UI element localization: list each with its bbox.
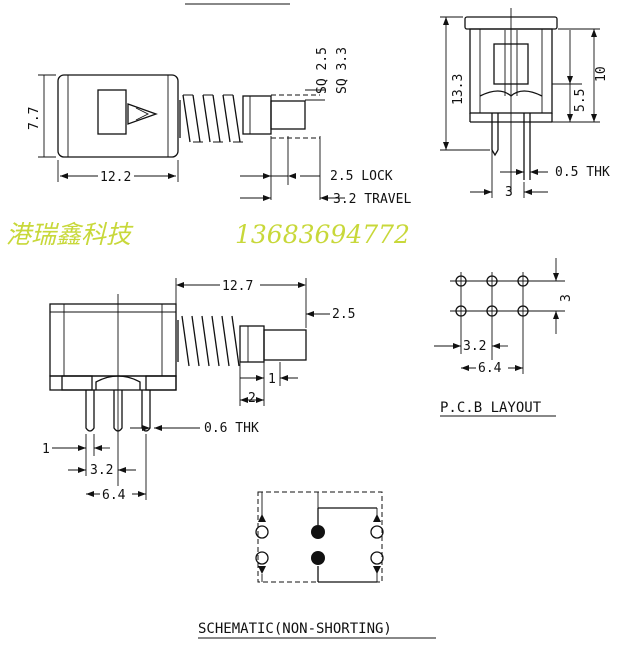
dim-width-12.2: 12.2 (100, 170, 131, 185)
pcb-dim-3.2: 3.2 (463, 339, 486, 354)
schematic: SCHEMATIC(NON-SHORTING) (198, 491, 436, 639)
schematic-bottom-row (255, 551, 384, 583)
dim-total-10: 10 (594, 66, 609, 82)
schematic-title: SCHEMATIC(NON-SHORTING) (198, 621, 392, 637)
spring-coil (179, 94, 243, 143)
dim-height-13.3: 13.3 (451, 74, 466, 105)
watermark-phone: 13683694772 (235, 220, 410, 249)
front-view: 12.7 2.5 1 2 0.6 THK 1 (42, 276, 355, 503)
dim-span-6.4: 6.4 (102, 488, 126, 503)
dim-height-7.7: 7.7 (27, 107, 42, 130)
dim-2: 2 (248, 391, 256, 406)
pcb-title: P.C.B LAYOUT (440, 400, 542, 416)
dim-inner-5.5: 5.5 (573, 89, 588, 112)
schematic-top-row (255, 492, 384, 539)
pcb-dim-3: 3 (559, 294, 574, 302)
dim-thk-0.6: 0.6 THK (204, 421, 259, 436)
watermark: 港瑞鑫科技 13683694772 (6, 220, 410, 249)
dim-sq-3.3: SQ 3.3 (335, 47, 350, 94)
dim-length-12.7: 12.7 (222, 279, 253, 294)
dim-thk-0.5: 0.5 THK (555, 165, 610, 180)
dim-1-plunger: 1 (268, 372, 276, 387)
side-view: SQ 2.5 SQ 3.3 7.7 12.2 2.5 LOCK 3.2 TRAV… (27, 3, 411, 207)
arrow-marker-icon (127, 103, 158, 125)
dim-pitch-3.2: 3.2 (90, 463, 113, 478)
pcb-layout: 3 3.2 6.4 P.C.B LAYOUT (434, 258, 574, 417)
dim-plunger-2.5: 2.5 (332, 307, 355, 322)
front-spring (177, 315, 240, 367)
pcb-dim-6.4: 6.4 (478, 361, 502, 376)
pcb-holes (450, 272, 534, 374)
watermark-company: 港瑞鑫科技 (6, 220, 134, 249)
dim-lock: 2.5 LOCK (330, 169, 393, 184)
dim-travel: 3.2 TRAVEL (333, 192, 411, 207)
housing-body (57, 74, 179, 158)
dim-sq-2.5: SQ 2.5 (315, 47, 330, 94)
dim-1-pin: 1 (42, 442, 50, 457)
dim-pitch-3: 3 (505, 185, 513, 200)
end-view: 13.3 5.5 10 3 0.5 THK (440, 8, 610, 200)
